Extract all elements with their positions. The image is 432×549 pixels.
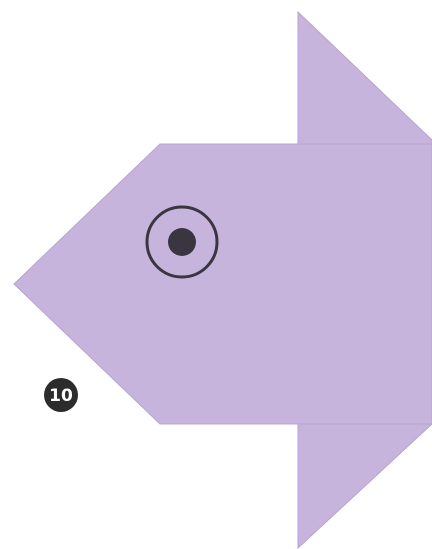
- eye-pupil: [168, 228, 196, 256]
- step-number-label: 10: [49, 386, 73, 406]
- fish-body: [14, 144, 432, 424]
- top-fin: [298, 12, 432, 145]
- bottom-fin: [298, 424, 432, 548]
- step-number-badge: 10: [44, 378, 78, 412]
